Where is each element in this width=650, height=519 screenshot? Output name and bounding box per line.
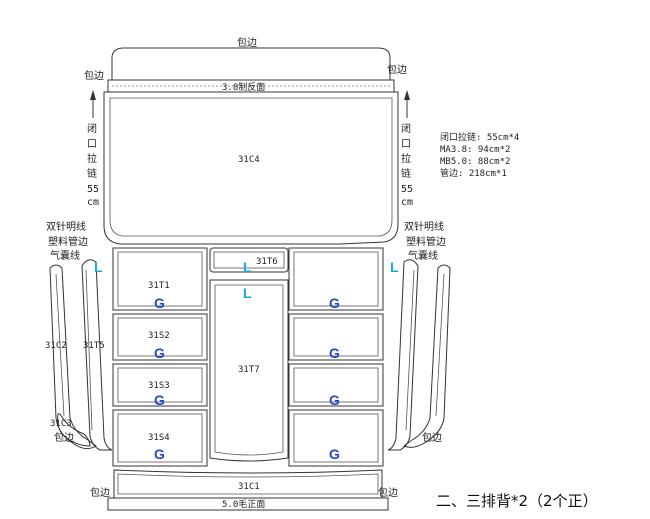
left-notes: 双针明线 塑料管边 气囊线 [46, 220, 88, 262]
piece-31c3-label: 31C3 [50, 419, 72, 429]
letter-l-left: L [94, 259, 103, 275]
letter-l-center: L [243, 285, 252, 301]
top-right-binding-label: 包边 [387, 63, 407, 76]
panel-31s3 [112, 363, 208, 407]
piece-31t1-label: 31T1 [148, 281, 170, 291]
right-side-strip [387, 259, 451, 451]
spec-line: MB5.0: 88cm*2 [440, 157, 510, 167]
left-zip-text: 闭 口 拉 链 55 cm [87, 122, 99, 208]
piece-31s4-label: 31S4 [148, 433, 170, 443]
panel-31t6 [209, 247, 289, 273]
diagram-caption: 二、三排背*2（2个正） [436, 492, 598, 510]
svg-text:双针明线: 双针明线 [46, 220, 86, 233]
bottom-left-binding-label: 包边 [90, 486, 110, 499]
left-zip-arrow [90, 90, 96, 118]
letter-g: G [329, 392, 340, 408]
right-bottom-binding-label: 包边 [422, 431, 442, 444]
letter-g: G [329, 295, 340, 311]
top-reverse-label: 3.8制反面 [222, 81, 265, 93]
svg-text:气囊线: 气囊线 [408, 249, 438, 262]
panel-31s4 [112, 409, 208, 467]
letter-g: G [154, 392, 165, 408]
svg-text:口: 口 [87, 139, 97, 150]
svg-text:气囊线: 气囊线 [50, 249, 80, 262]
piece-31t6-label: 31T6 [256, 257, 278, 267]
panel-31c4 [103, 91, 399, 245]
svg-text:链: 链 [401, 167, 411, 180]
spec-line: 管边: 218cm*1 [440, 167, 507, 179]
piece-31t7-label: 31T7 [238, 365, 260, 375]
left-side-strip [49, 259, 113, 451]
svg-text:链: 链 [87, 167, 97, 180]
letter-g: G [329, 446, 340, 462]
svg-text:塑料管边: 塑料管边 [48, 235, 88, 248]
svg-text:双针明线: 双针明线 [404, 220, 444, 233]
bottom-right-binding-label: 包边 [378, 486, 398, 499]
letter-g: G [154, 295, 165, 311]
svg-text:cm: cm [87, 197, 99, 208]
panel-right-2 [288, 313, 384, 361]
piece-31c2-label: 31C2 [45, 341, 67, 351]
spec-line: MA3.8: 94cm*2 [440, 145, 510, 155]
svg-text:拉: 拉 [87, 152, 97, 165]
panel-right-3 [288, 363, 384, 407]
letter-l-right: L [390, 259, 399, 275]
letter-g: G [154, 446, 165, 462]
panel-31s2 [112, 313, 208, 361]
right-notes: 双针明线 塑料管边 气囊线 [404, 220, 446, 262]
left-bottom-binding-label: 包边 [54, 431, 74, 444]
svg-text:55: 55 [401, 184, 413, 195]
letter-l-center-top: L [243, 259, 252, 275]
piece-31t5-label: 31T5 [83, 341, 105, 351]
letter-g: G [154, 345, 165, 361]
spec-line: 闭口拉链: 55cm*4 [440, 131, 519, 143]
top-left-binding-label: 包边 [84, 69, 104, 82]
panel-right-4 [288, 409, 384, 467]
top-binding-label: 包边 [237, 36, 257, 49]
svg-text:cm: cm [401, 197, 413, 208]
bottom-strip-31c1 [107, 469, 389, 511]
piece-31s2-label: 31S2 [148, 331, 170, 341]
svg-text:闭: 闭 [401, 122, 411, 135]
panel-31t7 [209, 279, 289, 462]
svg-text:拉: 拉 [401, 152, 411, 165]
right-zip-text: 闭 口 拉 链 55 cm [401, 122, 413, 208]
bottom-front-label: 5.0毛正面 [222, 498, 265, 510]
panel-right-1 [288, 247, 384, 311]
svg-text:口: 口 [401, 139, 411, 150]
svg-text:55: 55 [87, 184, 99, 195]
letter-g: G [329, 345, 340, 361]
piece-31c1-label: 31C1 [238, 482, 260, 492]
piece-31s3-label: 31S3 [148, 381, 170, 391]
panel-31t1 [112, 247, 208, 311]
right-zip-arrow [404, 90, 410, 118]
svg-text:塑料管边: 塑料管边 [406, 235, 446, 248]
svg-text:闭: 闭 [87, 122, 97, 135]
piece-31c4-label: 31C4 [238, 155, 260, 165]
spec-list: 闭口拉链: 55cm*4 MA3.8: 94cm*2 MB5.0: 88cm*2… [440, 131, 519, 179]
